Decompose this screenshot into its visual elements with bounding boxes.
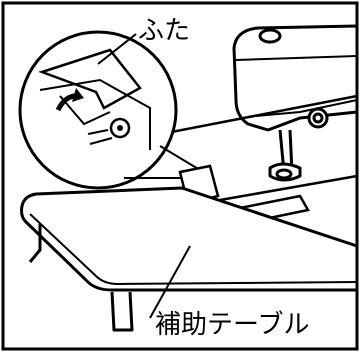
lid-detail-circle: [18, 30, 178, 190]
lid-label: ふた: [138, 16, 191, 46]
auxiliary-table-label: 補助テーブル: [155, 310, 310, 340]
auxiliary-table: [20, 186, 359, 332]
lid-leader: [97, 33, 137, 65]
lid: [38, 48, 142, 110]
sewing-machine: [232, 24, 359, 182]
table-leader: [149, 245, 191, 319]
